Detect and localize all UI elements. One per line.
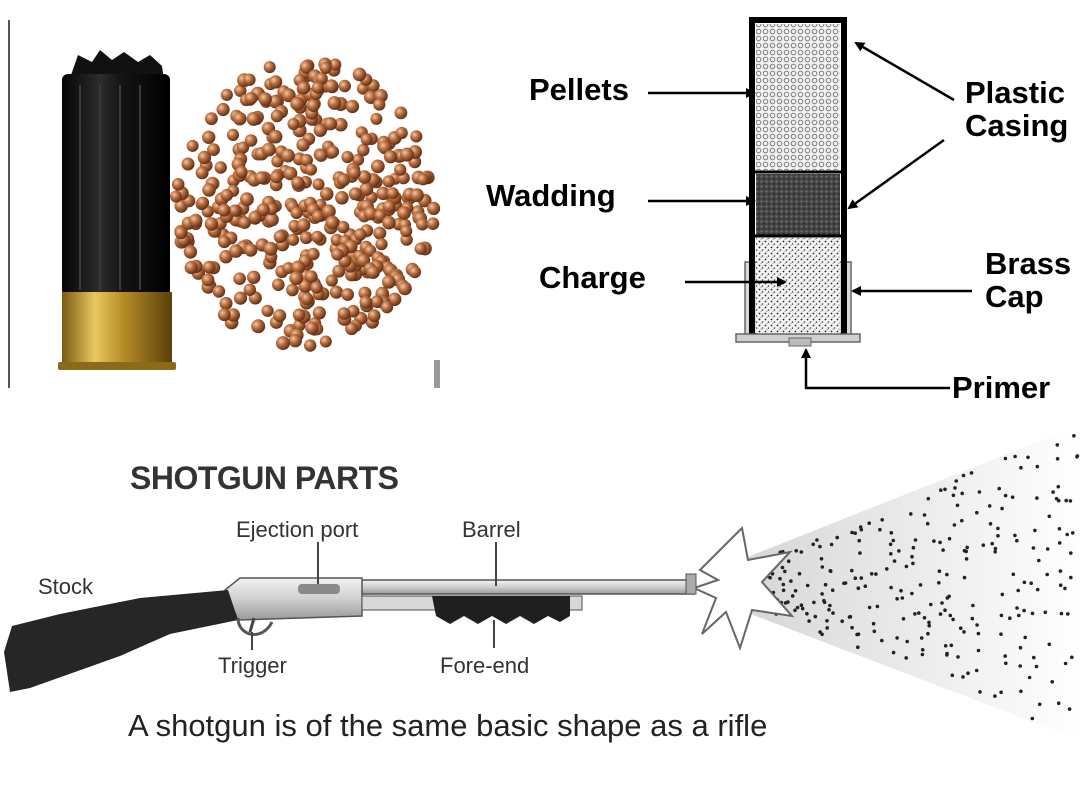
shell-hull: [62, 74, 170, 296]
shotgun-parts-title: SHOTGUN PARTS: [130, 460, 399, 496]
primer-arrow: [801, 348, 950, 390]
label-brass-cap: Brass Cap: [985, 246, 1072, 314]
ejection-port-shape: [298, 584, 340, 594]
shot-spray-cone: [740, 425, 1080, 740]
label-fore-end: Fore-end: [440, 653, 530, 678]
label-stock: Stock: [38, 574, 94, 599]
plastic-casing-arrow-upper: [854, 41, 955, 102]
label-cap: Cap: [985, 278, 1044, 314]
shell-brass-head: [62, 292, 172, 366]
label-ejection-port: Ejection port: [236, 517, 359, 542]
charge-section: [756, 238, 840, 334]
label-plastic-casing: Plastic Casing: [965, 75, 1069, 143]
label-barrel: Barrel: [462, 517, 521, 542]
pellet-pile: [170, 57, 440, 352]
shotgun-graphic: [4, 425, 1080, 740]
label-brass: Brass: [985, 246, 1072, 281]
label-trigger: Trigger: [218, 653, 287, 678]
shell-cross-section-diagram: Pellets Wadding Charge Plastic Casing Br…: [440, 0, 1080, 420]
shotgun-parts-figure: SHOTGUN PARTS Stock Ejection port Barrel…: [0, 420, 1080, 810]
shell-photo-illustration: [0, 0, 440, 388]
barrel-shape: [355, 579, 695, 595]
muzzle-flash: [691, 525, 795, 652]
wadding-section: [756, 174, 840, 236]
label-primer: Primer: [952, 370, 1051, 405]
label-casing: Casing: [965, 107, 1069, 143]
pellets-section: [756, 24, 840, 172]
receiver-shape: [224, 577, 363, 621]
plastic-casing-arrow-lower: [847, 138, 945, 210]
fore-end-shape: [432, 596, 570, 624]
primer-shape: [788, 337, 812, 347]
label-wadding: Wadding: [486, 178, 616, 213]
label-pellets: Pellets: [529, 72, 629, 107]
label-plastic: Plastic: [965, 75, 1065, 110]
shell-photo: [0, 0, 440, 388]
cross-section-graphic: [648, 17, 972, 390]
label-charge: Charge: [539, 260, 646, 295]
stock-shape: [4, 590, 238, 692]
shotgun-caption: A shotgun is of the same basic shape as …: [128, 708, 768, 743]
